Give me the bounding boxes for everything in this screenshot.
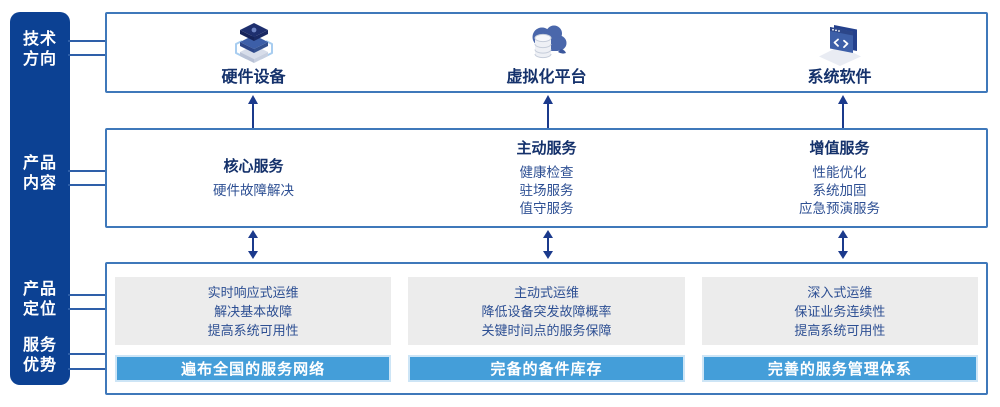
sidebar-label-product-content: 产品 内容 — [10, 154, 70, 194]
tech-direction-box: 硬件设备 虚拟化平台 — [105, 12, 988, 93]
arrow-up-down-icon — [247, 230, 259, 259]
sidebar-label-line: 服务 — [22, 337, 57, 354]
service-item: 硬件故障解决 — [213, 182, 294, 198]
connector-line — [68, 40, 107, 42]
connector-line — [68, 54, 107, 56]
service-heading: 增值服务 — [809, 139, 870, 157]
product-content-box: 核心服务 硬件故障解决 主动服务 健康检查 驻场服务 值守服务 增值服务 性能优… — [105, 128, 988, 228]
service-item: 健康检查 — [519, 164, 574, 180]
service-heading: 主动服务 — [516, 139, 577, 157]
positioning-panel: 主动式运维 降低设备突发故障概率 关键时间点的服务保障 — [408, 277, 685, 345]
sidebar-label-service-advantage: 服务 优势 — [10, 336, 70, 376]
positioning-column-proactive: 主动式运维 降低设备突发故障概率 关键时间点的服务保障 完备的备件库存 — [408, 264, 685, 393]
service-item: 应急预演服务 — [799, 200, 880, 216]
positioning-line: 关键时间点的服务保障 — [481, 322, 612, 338]
connector-line — [68, 353, 107, 355]
sidebar-label-line: 产品 — [22, 281, 57, 298]
arrow-up-down-icon — [837, 230, 849, 259]
tech-item-system-software: 系统软件 — [693, 14, 986, 91]
tech-item-label: 硬件设备 — [221, 68, 286, 86]
arrow-up-down-icon — [542, 230, 554, 259]
category-sidebar: 技术 方向 产品 内容 产品 定位 服务 优势 — [10, 12, 70, 385]
connector-line — [68, 294, 107, 296]
cloud-database-icon — [523, 18, 571, 66]
product-positioning-box: 实时响应式运维 解决基本故障 提高系统可用性 遍布全国的服务网络 主动式运维 降… — [105, 262, 988, 395]
positioning-line: 降低设备突发故障概率 — [481, 303, 612, 319]
positioning-line: 保证业务连续性 — [794, 303, 886, 319]
service-column-proactive: 主动服务 健康检查 驻场服务 值守服务 — [400, 130, 693, 226]
sidebar-label-line: 定位 — [22, 301, 57, 318]
advantage-banner: 完备的备件库存 — [408, 355, 685, 382]
sidebar-label-line: 产品 — [22, 155, 57, 172]
arrow-up-icon — [247, 95, 259, 128]
sidebar-label-line: 优势 — [22, 357, 57, 374]
positioning-line: 主动式运维 — [513, 284, 579, 300]
service-column-core: 核心服务 硬件故障解决 — [107, 130, 400, 226]
arrow-up-icon — [542, 95, 554, 128]
positioning-column-realtime: 实时响应式运维 解决基本故障 提高系统可用性 遍布全国的服务网络 — [115, 264, 392, 393]
positioning-line: 实时响应式运维 — [207, 284, 299, 300]
connector-line — [68, 368, 107, 370]
connector-line — [68, 170, 107, 172]
positioning-column-deep: 深入式运维 保证业务连续性 提高系统可用性 完善的服务管理体系 — [701, 264, 978, 393]
service-item: 值守服务 — [519, 200, 574, 216]
service-column-value-added: 增值服务 性能优化 系统加固 应急预演服务 — [693, 130, 986, 226]
advantage-banner: 完善的服务管理体系 — [701, 355, 978, 382]
positioning-line: 提高系统可用性 — [794, 322, 886, 338]
positioning-panel: 深入式运维 保证业务连续性 提高系统可用性 — [701, 277, 978, 345]
tech-item-label: 系统软件 — [807, 68, 872, 86]
positioning-line: 深入式运维 — [807, 284, 873, 300]
sidebar-label-product-positioning: 产品 定位 — [10, 280, 70, 320]
tech-item-virtualization: 虚拟化平台 — [400, 14, 693, 91]
positioning-line: 提高系统可用性 — [207, 322, 299, 338]
service-item: 系统加固 — [812, 182, 867, 198]
tech-item-hardware: 硬件设备 — [107, 14, 400, 91]
sidebar-label-line: 内容 — [22, 175, 57, 192]
service-heading: 核心服务 — [223, 157, 284, 175]
positioning-line: 解决基本故障 — [214, 303, 293, 319]
tech-item-label: 虚拟化平台 — [506, 68, 587, 86]
service-item: 性能优化 — [812, 164, 867, 180]
connector-line — [68, 308, 107, 310]
connector-line — [68, 184, 107, 186]
code-window-icon — [816, 18, 864, 66]
positioning-panel: 实时响应式运维 解决基本故障 提高系统可用性 — [115, 277, 392, 345]
sidebar-label-tech-direction: 技术 方向 — [10, 30, 70, 70]
service-item: 驻场服务 — [519, 182, 574, 198]
sidebar-label-line: 方向 — [22, 51, 57, 68]
advantage-banner: 遍布全国的服务网络 — [115, 355, 392, 382]
arrow-up-icon — [837, 95, 849, 128]
sidebar-label-line: 技术 — [22, 31, 57, 48]
server-stack-icon — [230, 18, 278, 66]
